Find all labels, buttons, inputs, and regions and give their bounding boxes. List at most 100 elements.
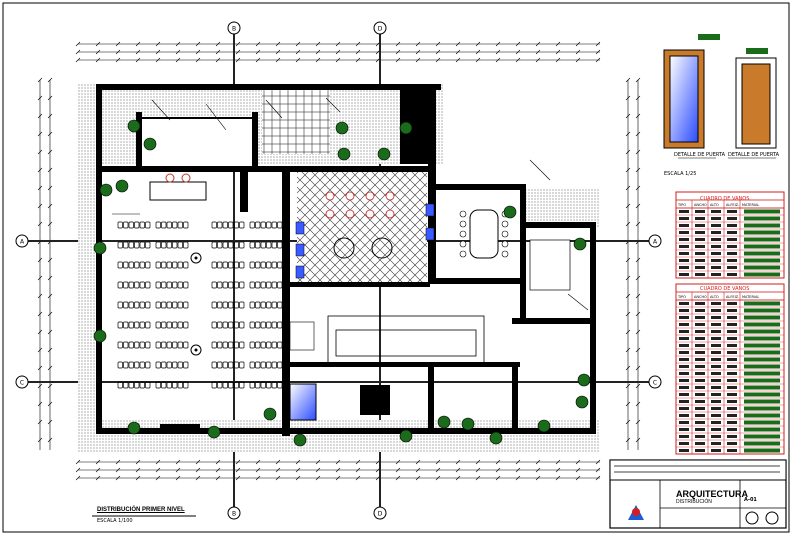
auditorium-seat xyxy=(145,281,151,289)
auditorium-seat xyxy=(239,321,245,329)
planter-icon xyxy=(371,237,393,259)
table-cell-mark xyxy=(679,358,689,361)
dimension-tick xyxy=(335,467,341,473)
table-cell-mark xyxy=(727,245,737,248)
table-cell-mark xyxy=(727,330,737,333)
auditorium-seat xyxy=(177,301,183,309)
tree-icon xyxy=(93,329,107,343)
dimension-tick xyxy=(535,41,541,47)
dimension-tick xyxy=(335,41,341,47)
auditorium-seat xyxy=(260,361,266,369)
auditorium-seat xyxy=(139,241,145,249)
table-cell-mark xyxy=(695,323,705,326)
title-block-main: ARQUITECTURA xyxy=(676,489,748,499)
table-cell-mark xyxy=(711,358,721,361)
auditorium-seat xyxy=(271,241,277,249)
auditorium-seat xyxy=(260,281,266,289)
table-cell-mark xyxy=(695,449,705,452)
tiled-room-top xyxy=(262,88,330,154)
dimension-tick xyxy=(395,475,401,481)
tree-icon xyxy=(461,417,475,431)
auditorium-seat xyxy=(123,281,129,289)
auditorium-seat xyxy=(128,221,134,229)
dimension-tick xyxy=(315,41,321,47)
auditorium-seat xyxy=(166,341,172,349)
table-material-swatch xyxy=(744,406,780,411)
dimension-tick xyxy=(275,49,281,55)
door-detail-scale: ESCALA 1/25 xyxy=(664,171,697,177)
dimension-tick xyxy=(95,475,101,481)
dimension-tick xyxy=(635,131,641,137)
dimension-tick xyxy=(435,467,441,473)
auditorium-seat xyxy=(239,281,245,289)
dimension-tick xyxy=(47,131,53,137)
sink-icon xyxy=(365,209,375,219)
table-cell-mark xyxy=(679,217,689,220)
dimension-tick xyxy=(275,467,281,473)
dimension-tick xyxy=(37,131,43,137)
exterior-ground-right xyxy=(520,188,600,228)
dimension-tick xyxy=(47,365,53,371)
axis-bubble-C-right: C xyxy=(648,375,662,389)
table-header-cell: TIPO xyxy=(677,203,686,207)
dimension-tick xyxy=(555,459,561,465)
table-cell-mark xyxy=(711,442,721,445)
dimension-tick xyxy=(135,475,141,481)
dimension-tick xyxy=(625,383,631,389)
toilet-icon xyxy=(425,203,435,217)
svg-text:B: B xyxy=(232,511,236,518)
dimension-tick xyxy=(355,41,361,47)
table-cell-mark xyxy=(679,266,689,269)
auditorium-seat xyxy=(249,341,255,349)
axis-bubble-B-top: B xyxy=(227,21,241,35)
auditorium-seat xyxy=(260,301,266,309)
dimension-tick xyxy=(47,221,53,227)
meeting-table xyxy=(469,209,499,259)
axis-bubble-B-bottom: B xyxy=(227,506,241,520)
dimension-tick xyxy=(415,475,421,481)
auditorium-seat xyxy=(117,321,123,329)
auditorium-seat xyxy=(145,361,151,369)
dimension-tick xyxy=(475,467,481,473)
dimension-tick xyxy=(455,467,461,473)
table-cell-mark xyxy=(727,442,737,445)
table-header-cell: ALFEIZ. xyxy=(726,295,739,299)
sheet-number-badge xyxy=(745,511,779,525)
auditorium-seat xyxy=(145,241,151,249)
logo-icon xyxy=(628,505,644,520)
auditorium-seat xyxy=(222,281,228,289)
tree-icon xyxy=(503,205,517,219)
table-cell-mark xyxy=(711,449,721,452)
dimension-tick xyxy=(275,475,281,481)
auditorium-seat xyxy=(155,241,161,249)
dimension-tick xyxy=(595,57,601,63)
dimension-tick xyxy=(215,57,221,63)
auditorium-seat xyxy=(128,261,134,269)
auditorium-seat xyxy=(228,321,234,329)
tree-icon xyxy=(573,237,587,251)
dimension-tick xyxy=(335,57,341,63)
table-cell-mark xyxy=(679,309,689,312)
dimension-tick xyxy=(315,57,321,63)
dimension-tick xyxy=(515,57,521,63)
dimension-tick xyxy=(37,167,43,173)
dimension-tick xyxy=(47,77,53,83)
dimension-tick xyxy=(625,95,631,101)
auditorium-seat xyxy=(260,221,266,229)
table-material-swatch xyxy=(744,308,780,313)
table-cell-mark xyxy=(711,238,721,241)
auditorium-seat xyxy=(233,381,239,389)
dimension-tick xyxy=(575,57,581,63)
auditorium-seat xyxy=(183,301,189,309)
auditorium-seat xyxy=(211,221,217,229)
dimension-tick xyxy=(295,49,301,55)
table-material-swatch xyxy=(744,315,780,320)
table-material-swatch xyxy=(744,399,780,404)
dimension-tick xyxy=(315,459,321,465)
dimension-tick xyxy=(315,49,321,55)
auditorium-seat xyxy=(266,341,272,349)
dimension-tick xyxy=(455,459,461,465)
auditorium-seat xyxy=(255,321,261,329)
dimension-tick xyxy=(47,185,53,191)
auditorium-seat xyxy=(155,321,161,329)
